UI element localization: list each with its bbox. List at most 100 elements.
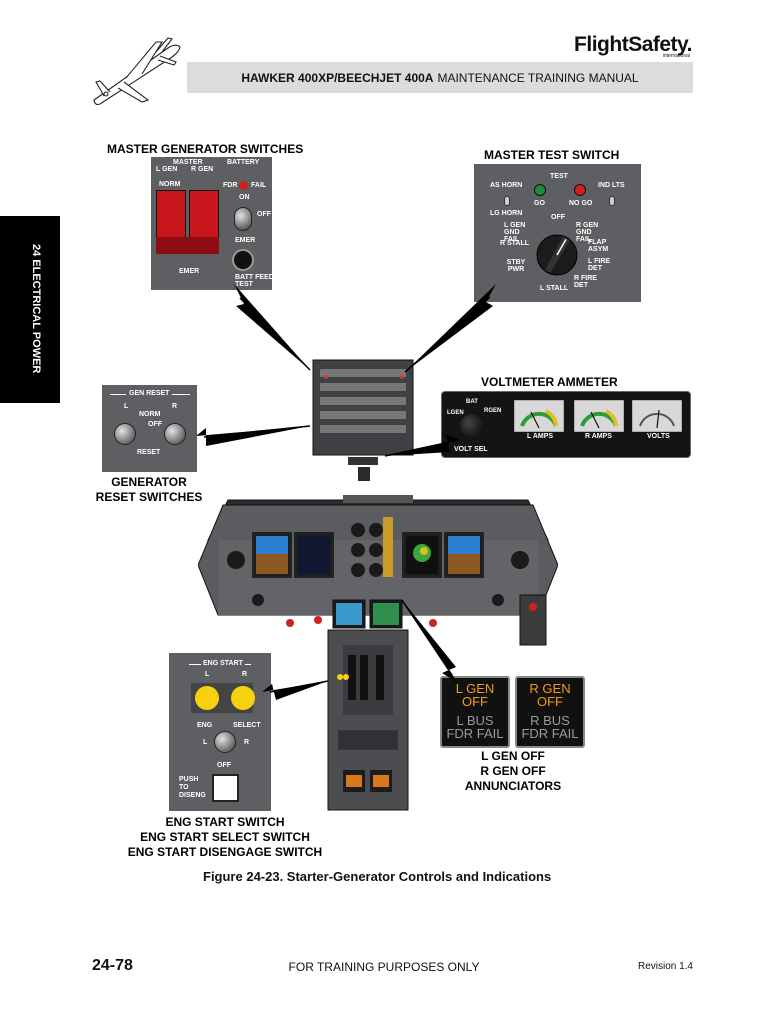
batt-feed-test-label: BATT FEED TEST [235, 274, 274, 288]
revision-label: Revision 1.4 [637, 961, 693, 972]
go-label: GO [534, 200, 545, 207]
annunciators-caption: L GEN OFF R GEN OFF ANNUNCIATORS [448, 749, 578, 794]
l-amps-gauge [514, 400, 564, 432]
emer-left-label: EMER [179, 268, 200, 275]
volt-sel-knob[interactable] [460, 414, 482, 436]
volts-label: VOLTS [647, 433, 670, 440]
l-stall-label: L STALL [540, 285, 569, 292]
gen-reset-norm-label: NORM [139, 411, 161, 418]
eng-start-select-switch[interactable] [214, 731, 236, 753]
chapter-side-tab: 24 ELECTRICAL POWER [0, 216, 60, 403]
manual-title-bold: HAWKER 400XP/BEECHJET 400A [241, 70, 434, 85]
battery-label: BATTERY [227, 159, 260, 166]
manual-title-bar: HAWKER 400XP/BEECHJET 400A MAINTENANCE T… [187, 62, 693, 93]
l-bus-fdr-fail-unlit: L BUS FDR FAIL [442, 714, 508, 740]
emer-label: EMER [235, 237, 256, 244]
eng-start-l-label: L [205, 671, 210, 678]
gen-reset-head: GEN RESET [126, 390, 173, 397]
ind-lts-toggle[interactable] [609, 196, 615, 206]
gen-reset-r-label: R [172, 403, 178, 410]
flap-asym-label: FLAP ASYM [588, 239, 609, 253]
master-test-rotary-knob[interactable] [534, 232, 580, 278]
l-gen-gnd-fail-label: L GEN GND FAIL [504, 222, 526, 243]
gen-reset-panel: GEN RESET L R NORM OFF RESET [102, 385, 197, 472]
r-stall-label: R STALL [500, 240, 530, 247]
volt-sel-label: VOLT SEL [454, 446, 488, 453]
gen-reset-reset-label: RESET [137, 449, 161, 456]
l-gen-reset-switch[interactable] [114, 423, 136, 445]
eng-start-caption-line1: ENG START SWITCH [165, 815, 285, 829]
brand-subtitle: international [662, 53, 690, 59]
l-bus-line2: FDR FAIL [446, 726, 504, 741]
as-horn-toggle[interactable] [504, 196, 510, 206]
airplane-logo-icon [93, 37, 181, 106]
brand-logo: FlightSafety. [574, 33, 692, 56]
select-l-label: L [203, 739, 208, 746]
gen-reset-caption: GENERATOR RESET SWITCHES [88, 475, 210, 505]
r-gen-lit-line2: OFF [537, 694, 563, 709]
r-bus-line1: R BUS [530, 713, 570, 728]
gen-switch-guard [156, 237, 219, 254]
rgen-label: RGEN [484, 408, 502, 414]
norm-label: NORM [159, 181, 181, 188]
manual-title-rest: MAINTENANCE TRAINING MANUAL [437, 70, 639, 85]
gen-reset-caption-line2: RESET SWITCHES [95, 490, 203, 504]
eng-start-caption-line2: ENG START SELECT SWITCH [140, 830, 310, 844]
eng-start-off-label: OFF [217, 762, 231, 769]
l-gen-lit-line1: L GEN [455, 681, 495, 696]
l-gen-label: L GEN [156, 166, 178, 173]
cockpit-illustration [198, 359, 558, 811]
test-off-label: OFF [551, 214, 565, 221]
l-eng-start-button[interactable] [195, 686, 219, 710]
master-label: MASTER [173, 159, 203, 166]
l-gen-off-annunciator: L GEN OFF L BUS FDR FAIL [440, 676, 510, 748]
eng-start-r-label: R [242, 671, 248, 678]
r-gen-label: R GEN [191, 166, 214, 173]
gen-reset-l-label: L [124, 403, 129, 410]
battery-switch[interactable] [234, 207, 252, 231]
r-gen-reset-switch[interactable] [164, 423, 186, 445]
volts-gauge [632, 400, 682, 432]
off-vertical-label: OFF [257, 211, 271, 218]
r-bus-fdr-fail-unlit: R BUS FDR FAIL [517, 714, 583, 740]
ind-lts-label: IND LTS [598, 182, 625, 189]
r-gen-off-lit: R GEN OFF [517, 682, 583, 708]
annunciators-caption-line1: L GEN OFF [481, 749, 545, 763]
r-amps-gauge [574, 400, 624, 432]
batt-feed-test-button[interactable] [232, 249, 254, 271]
fdr-fail-light [239, 181, 248, 190]
no-go-light [574, 184, 586, 196]
voltmeter-panel: BAT LGEN RGEN VOLT SEL L AMPS R AMPS VOL… [441, 391, 691, 458]
voltmeter-title: VOLTMETER AMMETER [481, 375, 618, 389]
gen-reset-off-label: OFF [148, 421, 162, 428]
as-horn-label: AS HORN [490, 182, 523, 189]
r-gen-off-annunciator: R GEN OFF R BUS FDR FAIL [515, 676, 585, 748]
r-fire-det-label: R FIRE DET [574, 275, 597, 289]
r-bus-line2: FDR FAIL [521, 726, 579, 741]
on-label: ON [239, 194, 250, 201]
master-test-panel: TEST AS HORN IND LTS GO NO GO LG HORN OF… [474, 164, 641, 302]
gen-reset-caption-line1: GENERATOR [111, 475, 187, 489]
master-generator-title: MASTER GENERATOR SWITCHES [107, 142, 304, 156]
fail-label: FAIL [251, 182, 267, 189]
fdr-label: FDR [223, 182, 238, 189]
master-test-title: MASTER TEST SWITCH [484, 148, 620, 162]
l-bus-line1: L BUS [456, 713, 494, 728]
r-gen-gnd-fail-label: R GEN GND FAIL [576, 222, 599, 243]
annunciators-caption-line2: R GEN OFF [480, 764, 546, 778]
eng-start-caption-line3: ENG START DISENGAGE SWITCH [127, 845, 323, 859]
bat-label: BAT [466, 399, 478, 405]
l-amps-label: L AMPS [527, 433, 554, 440]
test-label: TEST [550, 173, 568, 180]
lgen-label: LGEN [447, 410, 464, 416]
r-eng-start-button[interactable] [231, 686, 255, 710]
eng-start-disengage-button[interactable] [212, 774, 239, 802]
r-amps-label: R AMPS [585, 433, 612, 440]
eng-start-panel: ENG START L R ENG SELECT L R OFF PUSH TO… [169, 653, 271, 811]
stby-pwr-label: STBY PWR [506, 259, 526, 273]
chapter-side-tab-label: 24 ELECTRICAL POWER [30, 244, 42, 374]
page-number: 24-78 [92, 957, 133, 974]
annunciators-caption-line3: ANNUNCIATORS [464, 779, 562, 793]
eng-label: ENG [197, 722, 213, 729]
go-light [534, 184, 546, 196]
